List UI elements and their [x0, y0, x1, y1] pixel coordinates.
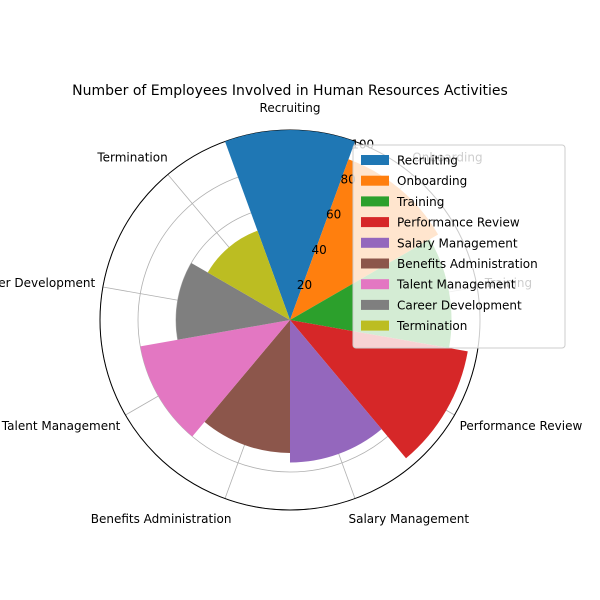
legend-swatch-performance-review: [361, 217, 389, 228]
bar-performance-review: [290, 320, 468, 459]
legend-swatch-talent-management: [361, 279, 389, 290]
radial-tick-label: 20: [297, 278, 312, 292]
legend-swatch-termination: [361, 320, 389, 331]
bar-recruiting: [225, 130, 355, 320]
category-label-performance-review: Performance Review: [460, 419, 583, 433]
bar-termination: [207, 230, 290, 320]
legend-label-training: Training: [396, 195, 444, 209]
category-label-benefits-administration: Benefits Administration: [91, 512, 232, 526]
legend-label-onboarding: Onboarding: [397, 174, 467, 188]
legend-label-salary-management: Salary Management: [397, 236, 518, 250]
legend-swatch-salary-management: [361, 237, 389, 248]
legend-label-recruiting: Recruiting: [397, 154, 458, 168]
category-label-salary-management: Salary Management: [349, 512, 470, 526]
radial-tick-label: 80: [341, 173, 356, 187]
legend-label-talent-management: Talent Management: [396, 278, 516, 292]
radial-tick-label: 40: [311, 243, 326, 257]
bar-benefits-administration: [204, 320, 290, 453]
legend-swatch-recruiting: [361, 155, 389, 165]
legend-swatch-training: [361, 196, 389, 207]
legend-swatch-career-development: [361, 299, 389, 310]
category-label-career-development: Career Development: [0, 276, 95, 290]
radial-tick-label: 60: [326, 208, 341, 222]
legend-label-termination: Termination: [396, 319, 467, 333]
legend-swatch-onboarding: [361, 175, 389, 186]
legend-label-benefits-administration: Benefits Administration: [397, 257, 538, 271]
legend-swatch-benefits-administration: [361, 258, 389, 269]
category-label-recruiting: Recruiting: [260, 101, 321, 115]
chart-title: Number of Employees Involved in Human Re…: [72, 83, 508, 99]
legend-label-performance-review: Performance Review: [397, 216, 520, 230]
category-label-termination: Termination: [96, 151, 167, 165]
legend-box: [352, 144, 566, 349]
legend: RecruitingOnboardingTrainingPerformance …: [352, 144, 566, 349]
bar-talent-management: [140, 320, 290, 437]
category-label-talent-management: Talent Management: [1, 419, 121, 433]
bar-career-development: [175, 263, 290, 340]
legend-label-career-development: Career Development: [397, 298, 522, 312]
bar-salary-management: [290, 320, 382, 463]
